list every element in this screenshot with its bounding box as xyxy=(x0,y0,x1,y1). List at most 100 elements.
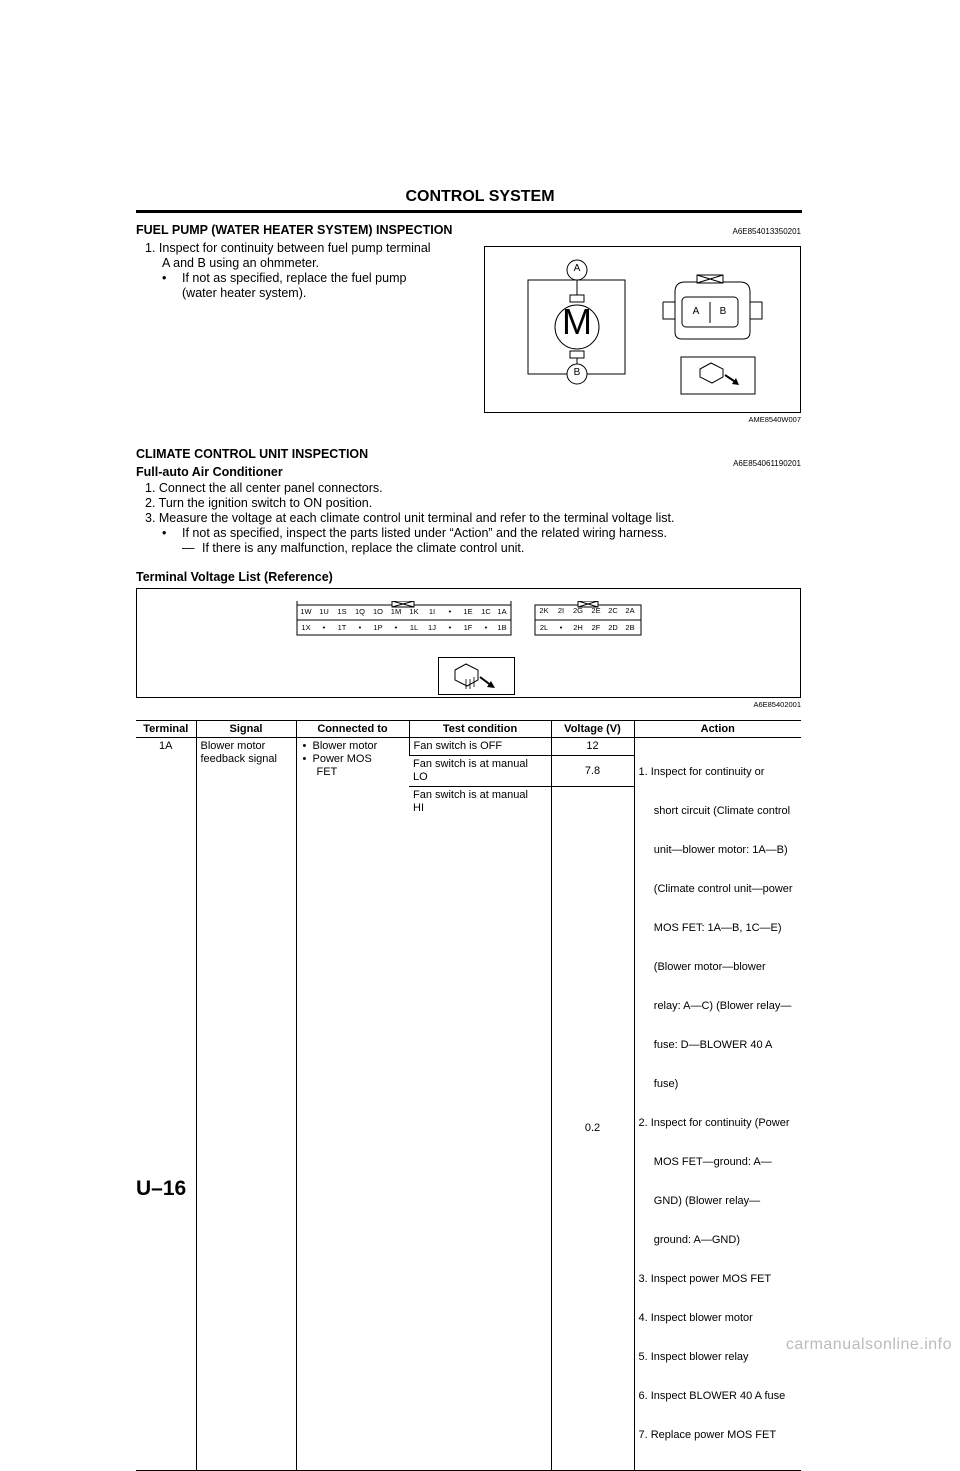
header-terminal: Terminal xyxy=(136,720,196,738)
signal-line1: Blower motor xyxy=(200,740,266,752)
fuel-pump-bullet-line2: (water heater system). xyxy=(182,286,307,300)
action-line: relay: A—C) (Blower relay— xyxy=(638,1000,792,1012)
fuel-pump-step1-line1: 1. Inspect for continuity between fuel p… xyxy=(145,241,431,255)
page-number: U–16 xyxy=(136,1177,187,1200)
header-connected-to: Connected to xyxy=(295,720,409,738)
condition-3-line1: Fan switch is at manual xyxy=(413,789,528,801)
action-line: 7. Replace power MOS FET xyxy=(638,1429,777,1441)
pin-1q: 1Q xyxy=(354,607,365,616)
table-row: 1A Blower motor feedback signal • Blower… xyxy=(136,737,801,1471)
terminal-list-title: Terminal Voltage List (Reference) xyxy=(136,570,333,584)
climate-bullet: If not as specified, inspect the parts l… xyxy=(182,526,667,540)
pin-empty: • xyxy=(448,623,452,632)
action-line: ground: A—GND) xyxy=(638,1234,740,1246)
action-line: 2. Inspect for continuity (Power xyxy=(638,1117,790,1129)
pin-2c: 2C xyxy=(608,606,618,615)
climate-step3: 3. Measure the voltage at each climate c… xyxy=(145,511,675,525)
terminal-b-label: B xyxy=(573,367,581,378)
cell-condition-hi: Fan switch is at manual HI xyxy=(409,786,551,1471)
fuel-pump-figure: M A B A B xyxy=(484,246,801,413)
signal-line2: feedback signal xyxy=(200,753,277,765)
pin-1w: 1W xyxy=(300,607,312,616)
header-action: Action xyxy=(633,720,801,738)
pin-2e: 2E xyxy=(591,606,601,615)
pin-1l: 1L xyxy=(409,623,419,632)
climate-code: A6E854061190201 xyxy=(733,459,801,468)
pin-empty: • xyxy=(448,607,452,616)
cell-condition-off: Fan switch is OFF xyxy=(408,737,551,756)
pin-empty: • xyxy=(394,623,398,632)
pin-2d: 2D xyxy=(608,623,618,632)
fuel-pump-step1-line2: A and B using an ohmmeter. xyxy=(162,256,320,270)
table-row: Fan switch is at manual LO 7.8 xyxy=(136,755,801,787)
pin-1i: 1I xyxy=(428,607,436,616)
pin-2h: 2H xyxy=(573,623,583,632)
motor-label: M xyxy=(562,301,592,342)
pin-1k: 1K xyxy=(409,607,419,616)
pin-1s: 1S xyxy=(337,607,347,616)
table-row: Fan switch is at manual HI 0.2 xyxy=(136,786,801,1471)
header-voltage: Voltage (V) xyxy=(550,720,634,738)
cell-terminal: 1A xyxy=(136,737,196,1471)
connector-2-outline xyxy=(534,600,642,636)
connected-item-1: Blower motor xyxy=(312,740,378,752)
action-line: MOS FET: 1A—B, 1C—E) xyxy=(638,922,782,934)
terminal-figure-code: A6E85402001 xyxy=(753,700,801,709)
pin-empty: • xyxy=(322,623,326,632)
connector-b-label: B xyxy=(719,306,727,317)
pin-1m: 1M xyxy=(390,607,402,616)
cell-voltage-hi: 0.2 xyxy=(550,786,634,1471)
condition-2-line2: LO xyxy=(413,771,428,783)
action-line: unit—blower motor: 1A—B) xyxy=(638,844,788,856)
bullet-icon: • xyxy=(302,740,307,752)
pin-1t: 1T xyxy=(337,623,347,632)
action-line: 6. Inspect BLOWER 40 A fuse xyxy=(638,1390,786,1402)
action-line: short circuit (Climate control xyxy=(638,805,791,817)
pin-2g: 2G xyxy=(572,606,583,615)
pin-1x: 1X xyxy=(301,623,311,632)
terminal-a-label: A xyxy=(573,263,581,274)
pin-2b: 2B xyxy=(625,623,635,632)
pin-1f: 1F xyxy=(463,623,473,632)
connector-1-outline xyxy=(296,600,512,636)
connected-item-2: Power MOS xyxy=(312,753,372,765)
pin-2f: 2F xyxy=(591,623,601,632)
pin-2i: 2I xyxy=(557,606,565,615)
pin-1o: 1O xyxy=(372,607,383,616)
voltage-3: 0.2 xyxy=(584,1122,601,1134)
voltage-2: 7.8 xyxy=(584,764,601,777)
action-line: 3. Inspect power MOS FET xyxy=(638,1273,772,1285)
pin-1e: 1E xyxy=(463,607,473,616)
watermark: carmanualsonline.info xyxy=(785,1336,952,1353)
pin-1a: 1A xyxy=(497,607,507,616)
fuel-pump-diagram xyxy=(527,259,763,395)
fuel-pump-figure-code: AME8540W007 xyxy=(748,415,801,424)
cell-condition-lo: Fan switch is at manual LO xyxy=(409,755,551,787)
pin-1u: 1U xyxy=(319,607,329,616)
action-line: GND) (Blower relay— xyxy=(638,1195,761,1207)
pin-2l: 2L xyxy=(539,623,549,632)
pin-1p: 1P xyxy=(373,623,383,632)
bullet-icon: • xyxy=(302,753,307,765)
pin-1j: 1J xyxy=(428,623,436,632)
view-direction-icon xyxy=(438,657,515,700)
condition-2-line1: Fan switch is at manual xyxy=(413,758,528,770)
condition-1: Fan switch is OFF xyxy=(413,740,503,752)
pin-1b: 1B xyxy=(497,623,507,632)
pin-empty: • xyxy=(559,623,563,632)
voltage-1: 12 xyxy=(586,740,599,752)
action-line: fuse) xyxy=(638,1078,679,1090)
header-signal: Signal xyxy=(195,720,296,738)
connector-2: 2K 2I 2G 2E 2C 2A 2L • 2H 2F 2D 2B xyxy=(534,600,642,636)
cell-signal: Blower motor feedback signal xyxy=(195,737,296,1471)
pin-2a: 2A xyxy=(625,606,635,615)
action-line: 1. Inspect for continuity or xyxy=(638,766,765,778)
pin-1c: 1C xyxy=(481,607,491,616)
connector-1: 1W 1U 1S 1Q 1O 1M 1K 1I • 1E 1C 1A 1X • … xyxy=(296,600,512,636)
cell-voltage-off: 12 xyxy=(550,737,634,756)
fuel-pump-title: FUEL PUMP (WATER HEATER SYSTEM) INSPECTI… xyxy=(136,223,453,237)
terminal-connector-figure: 1W 1U 1S 1Q 1O 1M 1K 1I • 1E 1C 1A 1X • … xyxy=(136,588,801,698)
climate-step2: 2. Turn the ignition switch to ON positi… xyxy=(145,496,373,510)
cell-connected-to: • Blower motor • Power MOS FET xyxy=(295,737,409,1471)
action-line: MOS FET—ground: A— xyxy=(638,1156,772,1168)
